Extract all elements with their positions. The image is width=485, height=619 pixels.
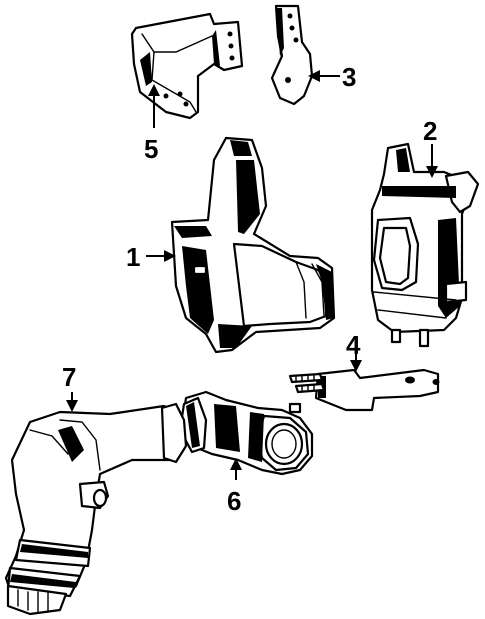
callout-2-label: 2 <box>423 116 437 146</box>
part-1-air-duct[interactable] <box>170 136 336 354</box>
callout-1-label: 1 <box>126 242 140 272</box>
callout-7: 7 <box>62 362 78 412</box>
callout-6-label: 6 <box>227 486 241 516</box>
part-6-adapter-elbow[interactable] <box>178 390 314 476</box>
callout-4-label: 4 <box>346 330 361 360</box>
callout-7-label: 7 <box>62 362 76 392</box>
callout-5-label: 5 <box>144 134 158 164</box>
part-3-bracket[interactable] <box>270 4 314 106</box>
part-2-air-cleaner[interactable] <box>370 142 480 348</box>
part-7-intake-tube[interactable] <box>4 402 188 616</box>
callout-2: 2 <box>423 116 438 178</box>
callout-6: 6 <box>227 458 242 516</box>
callout-3: 3 <box>308 62 356 92</box>
part-5-bracket[interactable] <box>130 12 244 120</box>
callout-1: 1 <box>126 242 176 272</box>
part-4-bracket[interactable] <box>288 368 440 412</box>
callout-3-label: 3 <box>342 62 356 92</box>
callout-4: 4 <box>346 330 362 372</box>
callout-5: 5 <box>144 84 160 164</box>
